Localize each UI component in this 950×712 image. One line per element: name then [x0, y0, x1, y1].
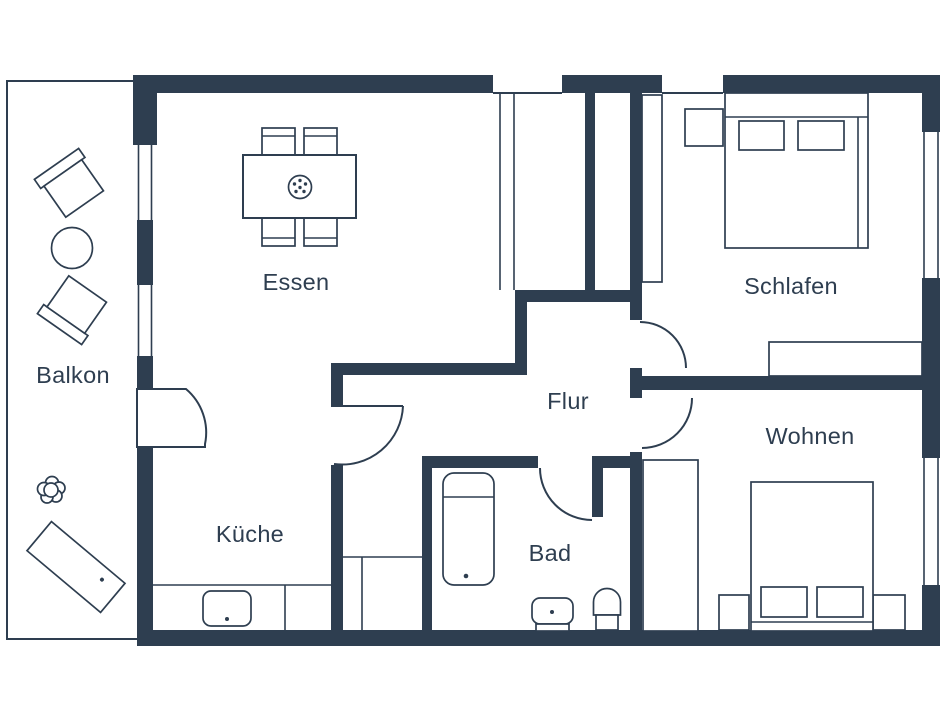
cabinet-icon [343, 556, 422, 630]
bad-furniture [442, 472, 622, 632]
left-wall-segment [137, 448, 153, 646]
flur-top-wall [515, 290, 642, 302]
shower-icon [442, 472, 495, 586]
essen-furniture [242, 127, 357, 247]
pillow-icon [797, 120, 845, 151]
chair-icon [261, 127, 296, 156]
window-icon [921, 132, 941, 278]
room-label-kueche: Küche [216, 521, 284, 547]
bad-left-wall [422, 456, 432, 632]
room-label-schlafen: Schlafen [744, 273, 838, 299]
wardrobe-icon [641, 94, 663, 283]
washbasin-icon [531, 597, 574, 632]
left-wall-segment [137, 356, 153, 389]
top-left-corner-block [133, 75, 157, 145]
top-wall-middle [562, 75, 662, 93]
double-bed-icon [724, 92, 869, 249]
top-wall-right [723, 75, 940, 93]
windows [136, 92, 941, 585]
schlafen-wohnen-divider-wall [642, 376, 922, 390]
glass-partition-icon [499, 93, 515, 290]
wohnen-furniture [642, 459, 906, 632]
sideboard-icon [768, 341, 923, 377]
room-label-bad: Bad [529, 540, 572, 566]
window-icon [921, 458, 941, 585]
left-wall-segment [137, 220, 153, 285]
pillow-icon [738, 120, 785, 151]
pillow-icon [760, 586, 808, 618]
window-icon [136, 285, 154, 356]
bad-door-swing-icon [539, 467, 593, 521]
kitchen-counter-icon [153, 584, 331, 630]
double-bed-icon [750, 481, 874, 632]
cabinet-icon [642, 459, 699, 632]
nightstand-icon [718, 594, 750, 631]
room-label-wohnen: Wohnen [766, 423, 855, 449]
chair-icon [261, 217, 296, 247]
sun-lounger-icon [25, 520, 127, 614]
room-label-essen: Essen [263, 269, 330, 295]
chair-icon [303, 127, 338, 156]
schlafen-door-swing-icon [639, 321, 687, 369]
pillow-icon [816, 586, 864, 618]
flur-riser-wall [515, 290, 527, 375]
right-wall-segment [922, 93, 940, 132]
schlafen-furniture [641, 92, 923, 377]
flur-left-wall [331, 363, 527, 375]
top-wall-left [133, 75, 493, 93]
chair-icon [303, 217, 338, 247]
room-label-balkon: Balkon [36, 362, 110, 388]
doors [136, 321, 693, 521]
window-icon [136, 145, 154, 220]
toilet-icon [592, 587, 622, 631]
schlafen-door-jamb [630, 368, 642, 398]
bad-wall-stub [592, 456, 603, 517]
wohnen-door-swing-icon [641, 397, 693, 449]
kueche-door-swing-icon [333, 405, 404, 466]
nightstand-icon [872, 594, 906, 631]
plate-icon [287, 174, 313, 200]
bad-top-wall-left [432, 456, 538, 468]
balkon-furniture [25, 147, 127, 614]
right-wall-segment [922, 278, 940, 458]
shaft-right-wall [630, 93, 642, 320]
plant-icon [36, 475, 66, 504]
bad-top-wall-right [592, 456, 642, 468]
patio-chair-icon [33, 147, 105, 219]
patio-chair-icon [36, 274, 108, 346]
room-labels: Balkon Essen Schlafen Flur Küche Bad Woh… [36, 269, 854, 566]
walls [133, 75, 940, 646]
nightstand-icon [684, 108, 724, 147]
kueche-door-jamb [331, 363, 343, 407]
balcony-door-swing-icon [136, 388, 208, 448]
shaft-left-wall [585, 93, 595, 292]
balcony-railing [6, 80, 137, 640]
balcony-outline [6, 80, 137, 640]
room-label-flur: Flur [547, 388, 589, 414]
kueche-wall [331, 465, 343, 632]
bottom-wall [137, 630, 940, 646]
kueche-furniture [153, 556, 422, 630]
round-table-icon [50, 226, 94, 270]
wohnen-left-wall [630, 452, 642, 632]
sink-icon [202, 590, 252, 627]
